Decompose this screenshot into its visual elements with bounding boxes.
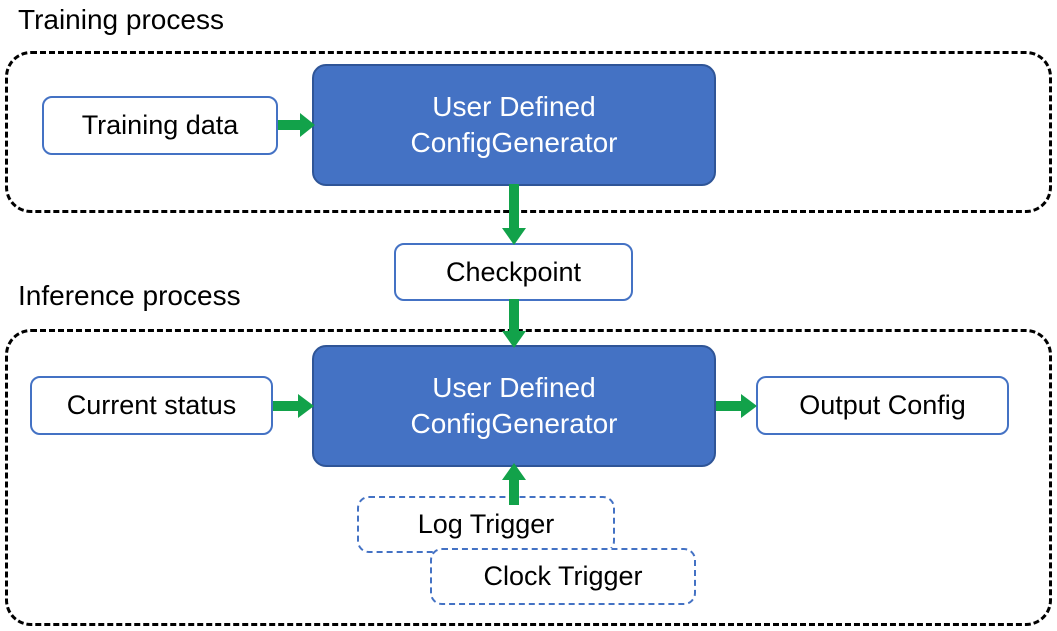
node-training-data[interactable]: Training data — [42, 96, 278, 155]
node-generator-inference-line2: ConfigGenerator — [410, 408, 618, 439]
arrow-current-status-to-generator-icon — [273, 392, 315, 420]
node-output-config[interactable]: Output Config — [756, 376, 1009, 435]
section-label-inference-process: Inference process — [18, 280, 241, 311]
training-process-container — [5, 51, 1052, 213]
section-label-training-process: Training process — [18, 4, 224, 35]
node-generator-training-line1: User Defined — [432, 91, 596, 123]
arrow-training-data-to-generator-icon — [278, 111, 316, 139]
node-checkpoint[interactable]: Checkpoint — [394, 243, 633, 301]
arrow-checkpoint-to-generator-icon — [500, 299, 528, 349]
node-current-status[interactable]: Current status — [30, 376, 273, 435]
arrow-trigger-to-generator-icon — [500, 463, 528, 505]
node-clock-trigger[interactable]: Clock Trigger — [430, 548, 696, 605]
arrow-generator-to-output-config-icon — [716, 392, 758, 420]
arrow-generator-to-checkpoint-icon — [500, 184, 528, 246]
inference-process-container — [5, 329, 1052, 626]
node-generator-training-line2: ConfigGenerator — [410, 127, 618, 158]
node-user-defined-configgenerator-training[interactable]: User Defined ConfigGenerator — [312, 64, 716, 186]
node-generator-inference-line1: User Defined — [432, 372, 596, 404]
node-user-defined-configgenerator-inference[interactable]: User Defined ConfigGenerator — [312, 345, 716, 467]
node-log-trigger[interactable]: Log Trigger — [357, 496, 615, 553]
